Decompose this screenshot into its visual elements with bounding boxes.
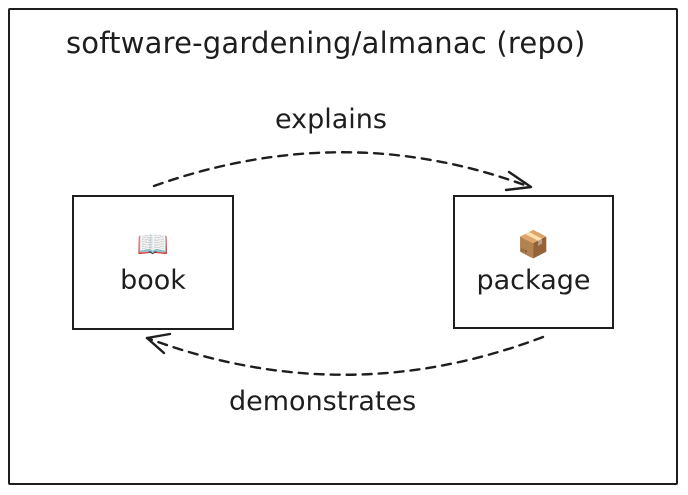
- package-icon: 📦: [517, 229, 550, 260]
- edge-demonstrates-line: [145, 335, 545, 376]
- node-book[interactable]: 📖 book: [72, 195, 234, 330]
- open-book-icon: 📖: [136, 230, 170, 260]
- edge-demonstrates-arrowhead: [145, 332, 172, 355]
- node-package[interactable]: 📦 package: [453, 195, 614, 329]
- repo-frame: [8, 8, 678, 485]
- edge-explains-arrowhead: [504, 170, 533, 192]
- edge-explains-line: [152, 151, 532, 189]
- node-package-label: package: [476, 264, 591, 296]
- node-book-label: book: [120, 265, 186, 296]
- edge-label-demonstrates: demonstrates: [229, 386, 417, 417]
- repo-title: software-gardening/almanac (repo): [66, 26, 586, 60]
- edge-label-explains: explains: [275, 104, 387, 135]
